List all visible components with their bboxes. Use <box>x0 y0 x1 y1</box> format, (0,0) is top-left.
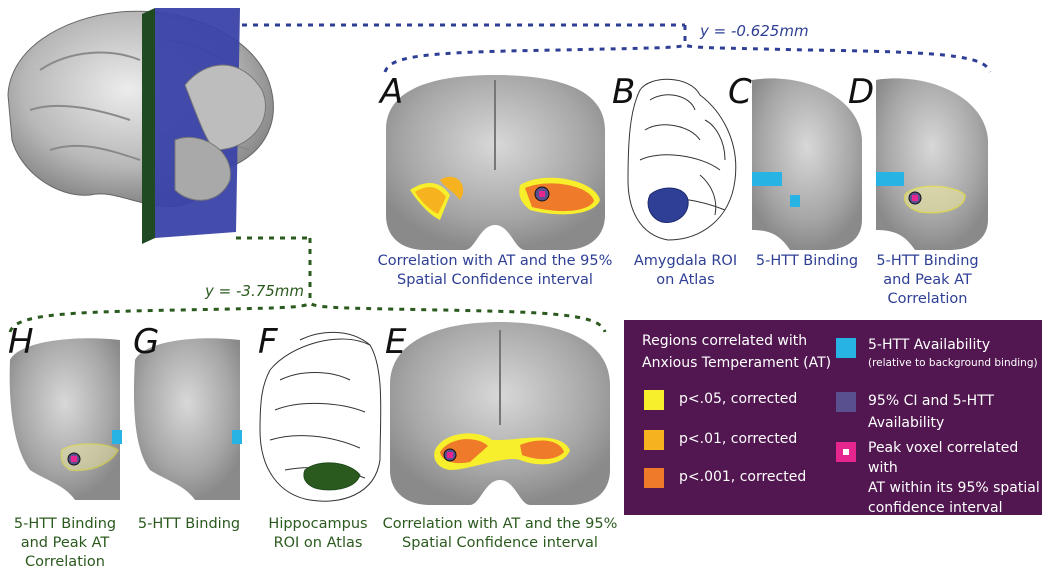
legend-label-p01: p<.01, corrected <box>679 431 798 447</box>
legend-swatch-5htt <box>836 338 856 358</box>
caption-g: 5-HTT Binding <box>137 516 241 532</box>
legend-swatch-peak <box>836 442 856 462</box>
caption-f: Hippocampus ROI on Atlas <box>268 516 368 551</box>
caption-a: Correlation with AT and the 95% Spatial … <box>377 253 613 288</box>
caption-b: Amygdala ROI on Atlas <box>633 253 738 288</box>
depth-label-bottom: y = -3.75mm <box>205 282 305 300</box>
legend-swatch-p001 <box>644 468 664 488</box>
panel-c-mri <box>752 78 862 250</box>
panel-letter-h: H <box>8 322 34 362</box>
panel-a-mri <box>386 75 605 250</box>
caption-d: 5-HTT Binding and Peak AT Correlation <box>876 253 979 307</box>
panel-letter-g: G <box>133 322 160 362</box>
panel-g-mri <box>133 338 242 500</box>
panel-letter-f: F <box>258 322 278 362</box>
panel-letter-d: D <box>848 72 875 112</box>
legend-title: Regions correlated with Anxious Temperam… <box>642 333 832 371</box>
legend-swatch-p01 <box>644 430 664 450</box>
caption-h: 5-HTT Binding and Peak AT Correlation <box>13 516 117 570</box>
panel-h-mri <box>9 338 122 500</box>
panel-letter-e: E <box>385 322 407 362</box>
legend-label-p001: p<.001, corrected <box>679 469 807 485</box>
legend-label-peak: Peak voxel correlated with AT within its… <box>868 440 1040 516</box>
panel-d-mri <box>876 78 988 250</box>
legend-sublabel-5htt: (relative to background binding) <box>868 357 1038 369</box>
caption-c: 5-HTT Binding <box>755 253 859 269</box>
depth-label-top: y = -0.625mm <box>700 22 809 40</box>
legend-label-5htt: 5-HTT Availability <box>868 337 991 353</box>
panel-letter-b: B <box>612 72 636 112</box>
top-bracket <box>242 23 992 73</box>
caption-e: Correlation with AT and the 95% Spatial … <box>382 516 618 551</box>
legend-label-ci: 95% CI and 5-HTT Availability <box>868 393 995 431</box>
legend-swatch-ci <box>836 392 856 412</box>
panel-letter-a: A <box>380 72 404 112</box>
green-slice-plane <box>142 8 155 244</box>
bottom-bracket <box>8 236 607 333</box>
legend-box: Regions correlated with Anxious Temperam… <box>624 320 1042 516</box>
panel-f-atlas <box>259 331 382 502</box>
panel-e-mri <box>390 322 610 505</box>
panel-b-atlas <box>627 78 737 241</box>
panel-letter-c: C <box>728 72 752 112</box>
legend-swatch-p05 <box>644 390 664 410</box>
legend-label-p05: p<.05, corrected <box>679 391 798 407</box>
